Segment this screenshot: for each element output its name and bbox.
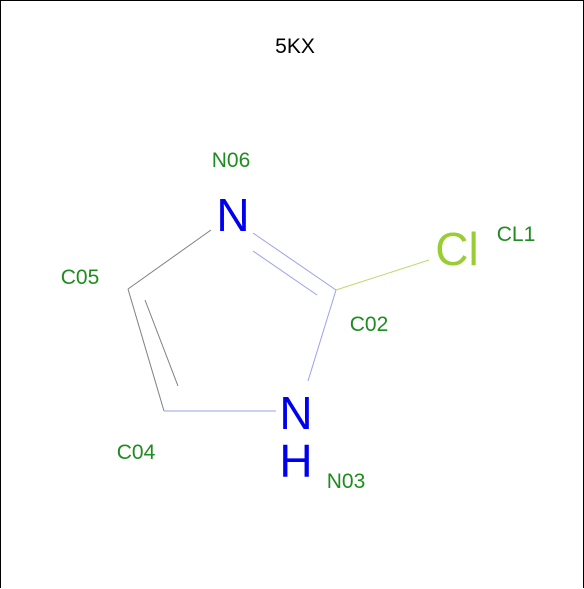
atom-n06-symbol: N <box>216 189 249 241</box>
bond-c05-c04-inner <box>144 299 179 387</box>
bond-c05-c04 <box>127 288 165 412</box>
molecule-title: 5KX <box>275 35 315 58</box>
atom-n03-symbol: N <box>279 387 312 439</box>
bond-n06-c02 <box>252 232 337 291</box>
atom-label-cl1: CL1 <box>497 223 536 246</box>
atom-label-c05: C05 <box>61 266 100 289</box>
atom-label-c02: C02 <box>350 313 389 336</box>
atom-label-n06: N06 <box>212 149 251 172</box>
atom-label-n03: N03 <box>327 470 366 493</box>
atom-n03-hydrogen: H <box>279 435 312 487</box>
bond-c02-n03 <box>307 289 337 382</box>
bond-c05-n06 <box>127 229 212 290</box>
bond-n06-c02-inner <box>252 250 318 296</box>
atom-cl1-symbol: Cl <box>435 223 478 275</box>
atom-label-c04: C04 <box>117 441 156 464</box>
bond-c02-cl1 <box>335 259 430 291</box>
bonds <box>127 229 430 412</box>
